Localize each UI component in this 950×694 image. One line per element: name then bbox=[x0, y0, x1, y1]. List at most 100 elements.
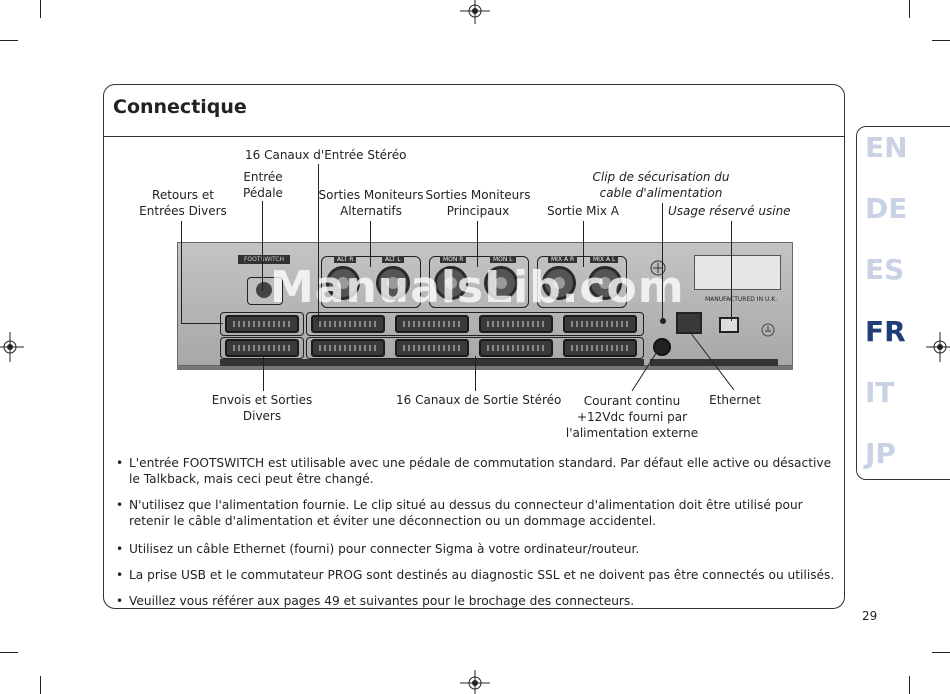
crop-mark bbox=[0, 652, 18, 653]
leader-line bbox=[181, 323, 223, 324]
crop-mark bbox=[0, 40, 18, 41]
label-dc-power-line3: l'alimentation externe bbox=[565, 426, 699, 440]
crop-mark bbox=[909, 676, 910, 694]
footswitch-label: FOOTSWITCH bbox=[238, 255, 290, 264]
bullet-text: Veuillez vous référer aux pages 49 et su… bbox=[129, 594, 635, 608]
label-mix-out: Sortie Mix A bbox=[547, 204, 619, 218]
leader-line bbox=[477, 221, 478, 267]
alt-monitor-xlr-group bbox=[321, 256, 421, 308]
mix-a-r-label: MIX A R bbox=[548, 256, 578, 263]
mon-l-label: MON L bbox=[490, 256, 516, 263]
language-tab-jp[interactable]: JP bbox=[865, 437, 896, 470]
crop-mark bbox=[932, 652, 950, 653]
crop-mark bbox=[40, 0, 41, 18]
label-misc-returns-line1: Retours et bbox=[152, 188, 214, 202]
bullet-dot: • bbox=[116, 542, 124, 556]
dsub-row-bottom bbox=[220, 337, 304, 359]
leader-line bbox=[689, 331, 735, 391]
leader-line bbox=[731, 221, 732, 321]
leader-line bbox=[263, 356, 264, 391]
screw-icon bbox=[650, 260, 666, 276]
label-power-clip-line2: cable d'alimentation bbox=[599, 186, 723, 200]
language-tab-fr[interactable]: FR bbox=[865, 315, 906, 348]
leader-line bbox=[318, 164, 319, 324]
bullet-item: • N'utilisez que l'alimentation fournie.… bbox=[116, 497, 836, 529]
mon-r-label: MON R bbox=[440, 256, 467, 263]
label-stereo-inputs: 16 Canaux d'Entrée Stéréo bbox=[245, 148, 407, 162]
leader-line bbox=[583, 221, 584, 267]
language-tab-de[interactable]: DE bbox=[865, 192, 908, 225]
mix-a-l-label: MIX A L bbox=[590, 256, 619, 263]
page-number: 29 bbox=[862, 609, 878, 623]
language-tab-it[interactable]: IT bbox=[865, 376, 895, 409]
crop-mark bbox=[909, 0, 910, 18]
label-pedal-input-line2: Pédale bbox=[243, 186, 283, 200]
label-factory-use: Usage réservé usine bbox=[668, 204, 791, 218]
usb-port bbox=[719, 317, 739, 333]
title-divider bbox=[103, 136, 845, 137]
xlr-connector bbox=[484, 266, 518, 300]
dsub-connector bbox=[395, 339, 469, 357]
registration-mark-right bbox=[926, 332, 950, 362]
leader-line bbox=[262, 201, 263, 291]
bullet-text: L'entrée FOOTSWITCH est utilisable avec … bbox=[129, 456, 832, 486]
label-ethernet: Ethernet bbox=[709, 393, 761, 407]
bullet-text: La prise USB et le commutateur PROG sont… bbox=[129, 568, 835, 582]
dsub-row-top bbox=[306, 312, 644, 336]
bullet-item: • Veuillez vous référer aux pages 49 et … bbox=[116, 593, 836, 609]
xlr-connector bbox=[542, 266, 576, 300]
bullet-text: Utilisez un câble Ethernet (fourni) pour… bbox=[129, 542, 640, 556]
ethernet-port bbox=[676, 312, 702, 334]
xlr-connector bbox=[326, 266, 360, 300]
dsub-connector bbox=[563, 339, 637, 357]
bullet-item: • La prise USB et le commutateur PROG so… bbox=[116, 567, 836, 583]
rear-panel-edge bbox=[177, 366, 793, 370]
label-misc-sends-line1: Envois et Sorties bbox=[211, 393, 313, 407]
bullet-dot: • bbox=[116, 456, 124, 470]
watermark: ManualsLib.com bbox=[270, 262, 685, 313]
xlr-connector bbox=[588, 266, 622, 300]
dsub-connector bbox=[225, 315, 299, 333]
crop-mark bbox=[932, 40, 950, 41]
mix-a-xlr-group bbox=[537, 256, 627, 308]
dsub-row-top bbox=[220, 312, 304, 336]
bullet-item: • Utilisez un câble Ethernet (fourni) po… bbox=[116, 541, 836, 557]
label-power-clip-line1: Clip de sécurisation du bbox=[592, 170, 730, 184]
leader-line bbox=[662, 203, 663, 319]
alt-l-label: ALT L bbox=[382, 256, 404, 263]
label-misc-returns-line2: Entrées Divers bbox=[139, 204, 227, 218]
xlr-connector bbox=[376, 266, 410, 300]
crop-mark bbox=[40, 676, 41, 694]
content-frame bbox=[103, 84, 845, 609]
leader-line bbox=[370, 221, 371, 267]
main-monitor-xlr-group bbox=[429, 256, 529, 308]
leader-line bbox=[181, 221, 182, 323]
label-stereo-outputs: 16 Canaux de Sortie Stéréo bbox=[396, 393, 562, 407]
label-dc-power-line2: +12Vdc fourni par bbox=[576, 410, 688, 424]
language-tab-box bbox=[856, 126, 950, 480]
ground-icon bbox=[761, 323, 775, 337]
label-main-monitors-line1: Sorties Moniteurs bbox=[425, 188, 531, 202]
dsub-connector bbox=[225, 339, 299, 357]
label-strip bbox=[650, 359, 778, 366]
language-tab-es[interactable]: ES bbox=[865, 253, 905, 286]
product-sticker bbox=[694, 255, 781, 290]
language-tab-en[interactable]: EN bbox=[865, 131, 908, 164]
registration-mark-bottom bbox=[460, 670, 490, 694]
manufactured-label: MANUFACTURED IN U.K. bbox=[705, 296, 778, 303]
bullet-dot: • bbox=[116, 498, 124, 512]
leader-line bbox=[631, 346, 661, 392]
dsub-connector bbox=[479, 315, 553, 333]
bullet-text: N'utilisez que l'alimentation fournie. L… bbox=[129, 498, 803, 528]
label-main-monitors-line2: Principaux bbox=[446, 204, 510, 218]
label-alt-monitors-line2: Alternatifs bbox=[340, 204, 402, 218]
leader-line bbox=[475, 356, 476, 391]
dsub-connector bbox=[563, 315, 637, 333]
label-strip bbox=[220, 359, 644, 366]
page-title: Connectique bbox=[113, 96, 247, 118]
dsub-connector bbox=[311, 315, 385, 333]
dsub-connector bbox=[479, 339, 553, 357]
registration-mark-top bbox=[460, 0, 490, 24]
registration-mark-left bbox=[0, 332, 24, 362]
xlr-connector bbox=[434, 266, 468, 300]
